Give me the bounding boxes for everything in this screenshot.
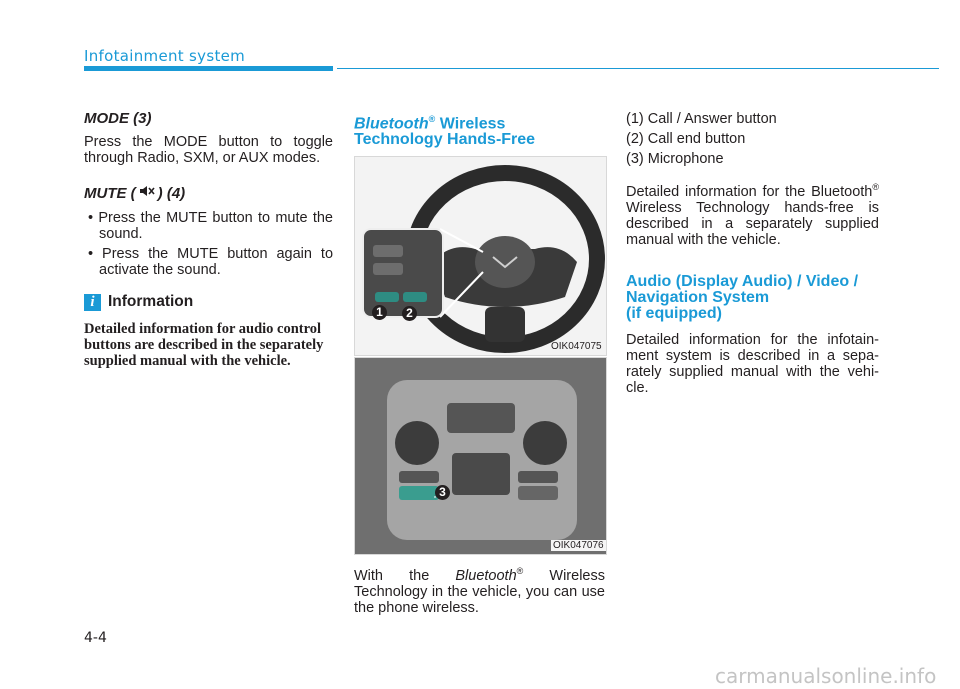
header-rule — [337, 68, 939, 69]
info-icon: i — [84, 293, 101, 311]
page-number: 4-4 — [84, 630, 107, 646]
figure-code: OIK047076 — [551, 540, 606, 551]
mute-bullet: • Press the MUTE button again to activat… — [88, 246, 334, 278]
mode-text: Press the MODE button to toggle through … — [84, 134, 333, 166]
figure-callout-3: 3 — [435, 485, 450, 500]
mute-title-pre: MUTE ( — [84, 184, 136, 202]
bluetooth-text: With the Bluetooth® Wireless Technology … — [354, 566, 605, 616]
section-header: Infotainment system — [84, 47, 246, 65]
info-text: Detailed information for audio control b… — [84, 321, 324, 369]
info-label: Information — [108, 293, 194, 310]
bluetooth-detail-text: Detailed information for the Bluetooth® … — [626, 182, 879, 248]
bluetooth-title: Bluetooth® Wireless Technology Hands-Fre… — [354, 114, 536, 149]
figure-callout-1: 1 — [372, 305, 387, 320]
header-bar — [84, 66, 333, 71]
info-heading: i Information — [84, 293, 333, 311]
mute-icon — [139, 184, 155, 202]
mode-title: MODE (3) — [84, 110, 152, 127]
steering-wheel-figure: 1 2 OIK047075 — [354, 156, 607, 356]
middle-column: Bluetooth® Wireless Technology Hands-Fre… — [354, 111, 606, 148]
overhead-console-figure: 3 OIK047076 — [354, 357, 607, 555]
left-column: MODE (3) Press the MODE button to toggle… — [84, 110, 333, 369]
list-item: (2) Call end button — [626, 131, 746, 147]
figure-code: OIK047075 — [551, 341, 602, 352]
list-item: (3) Microphone — [626, 151, 724, 167]
figure-callout-2: 2 — [402, 306, 417, 321]
audio-title: Audio (Display Audio) / Video / Navigati… — [626, 272, 859, 322]
mute-title: MUTE ( ) (4) — [84, 184, 333, 202]
mute-bullet: • Press the MUTE button to mute the soun… — [88, 210, 333, 242]
right-column: (1) Call / Answer button (2) Call end bu… — [626, 109, 879, 396]
watermark: carmanualsonline.info — [715, 664, 937, 688]
mute-title-post: ) (4) — [157, 184, 186, 202]
audio-text: Detailed information for the infotain-me… — [626, 331, 879, 396]
list-item: (1) Call / Answer button — [626, 111, 777, 127]
